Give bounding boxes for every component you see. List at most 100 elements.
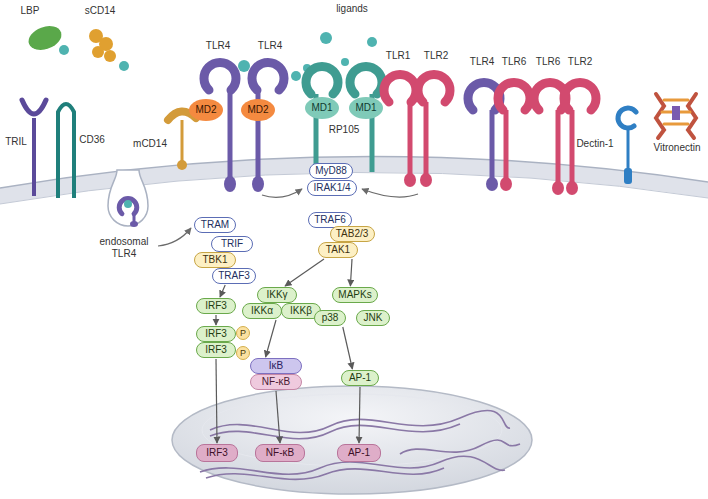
node-text: AP-1 — [348, 447, 370, 459]
adaptor-box: MyD88 — [309, 163, 353, 179]
receptor-label: LBP — [21, 5, 40, 17]
endosome — [108, 170, 148, 226]
kinase-box: MAPKs — [332, 287, 378, 303]
adaptor-box: TRAF3 — [212, 268, 256, 284]
node-text: IKKγ — [266, 289, 287, 301]
receptor-label: TLR1 — [386, 50, 410, 62]
node-text: IRF3 — [205, 344, 227, 356]
node-text: MD2 — [195, 104, 216, 116]
signal-connector — [215, 315, 216, 325]
md1-protein: MD1 — [305, 97, 339, 119]
md1-protein: MD1 — [349, 97, 383, 119]
kinase-box: p38 — [314, 310, 346, 326]
kinase-box: IKKγ — [257, 287, 297, 303]
nuclear-factor-box: NF-κB — [255, 444, 305, 462]
nucleus — [172, 386, 532, 494]
receptor-label: TLR6 — [536, 56, 560, 68]
node-text: NF-κB — [266, 447, 294, 459]
receptor-label: TLR4 — [258, 40, 282, 52]
tril-receptor — [22, 100, 46, 114]
receptor-label: ligands — [336, 3, 368, 15]
kinase-box: TAK1 — [318, 242, 358, 258]
node-text: P — [240, 327, 246, 339]
node-text: MD1 — [355, 102, 376, 114]
node-text: p38 — [322, 312, 339, 324]
signal-arrow — [158, 228, 191, 246]
receptor-label: mCD14 — [133, 138, 167, 150]
signal-connector — [343, 327, 353, 369]
kinase-box: TAB2/3 — [330, 226, 375, 242]
receptor-label: CD36 — [79, 134, 105, 146]
receptor-label: RP105 — [329, 124, 360, 136]
nuclear-factor-box: AP-1 — [337, 444, 381, 462]
node-text: TRAF6 — [314, 214, 346, 226]
node-text: TRAM — [201, 219, 229, 231]
receptor-label: TLR2 — [568, 56, 592, 68]
inhibitor-box: IκB — [250, 358, 302, 374]
node-text: MyD88 — [315, 165, 347, 177]
receptor-label: sCD14 — [85, 5, 116, 17]
tlr4-tlr6 — [468, 82, 530, 191]
receptor-label: TLR6 — [502, 56, 526, 68]
receptor-label: endosomal TLR4 — [95, 236, 153, 260]
factor-box: NF-κB — [250, 374, 302, 390]
adaptor-box: TRIF — [211, 236, 253, 252]
nuclear-factor-box: IRF3 — [196, 444, 238, 462]
node-text: IRAK1/4 — [313, 182, 350, 194]
node-text: TRIF — [221, 238, 243, 250]
node-text: MAPKs — [338, 289, 371, 301]
node-text: IKKα — [251, 305, 273, 317]
node-text: TAK1 — [326, 244, 350, 256]
node-text: MD2 — [247, 104, 268, 116]
md2-protein: MD2 — [241, 99, 275, 121]
node-text: IKKβ — [290, 305, 312, 317]
factor-box: IRF3 — [196, 298, 236, 314]
kinase-box: JNK — [356, 310, 390, 326]
node-text: TAB2/3 — [336, 228, 369, 240]
receptor-label: Dectin-1 — [576, 138, 613, 150]
receptor-label: TRIL — [5, 136, 27, 148]
signal-arrow — [362, 189, 418, 197]
node-text: TRAF3 — [218, 270, 250, 282]
receptor-label: TLR2 — [424, 50, 448, 62]
node-text: TBK1 — [202, 254, 227, 266]
tlr1-tlr2 — [384, 74, 450, 187]
signal-connector — [276, 391, 280, 443]
receptor-label: TLR4 — [206, 40, 230, 52]
node-text: AP-1 — [349, 372, 371, 384]
dectin1-receptor — [618, 108, 636, 128]
signal-arrow — [262, 189, 302, 197]
md2-protein: MD2 — [189, 99, 223, 121]
receptor-label: Vitronectin — [653, 142, 700, 154]
kinase-box: IKKα — [242, 303, 282, 319]
kinase-box: TBK1 — [194, 252, 236, 268]
node-text: IRF3 — [205, 328, 227, 340]
tlr4-dimer — [204, 62, 284, 192]
dna-strands — [200, 411, 520, 480]
node-text: JNK — [364, 312, 383, 324]
phosphate-circle: P — [236, 326, 250, 340]
factor-box: IRF3 — [196, 342, 236, 358]
signal-connector — [350, 259, 352, 286]
signal-connector — [220, 285, 225, 297]
node-text: IκB — [269, 360, 283, 372]
adaptor-box: TRAM — [194, 217, 236, 233]
factor-box: AP-1 — [341, 370, 379, 386]
signal-connector — [359, 387, 360, 443]
node-text: NF-κB — [262, 376, 290, 388]
scd14-protein — [89, 29, 116, 62]
membrane — [0, 156, 708, 204]
phosphate-circle: P — [236, 346, 250, 360]
signal-connector — [266, 320, 276, 357]
factor-box: IRF3 — [196, 326, 236, 342]
membrane-line — [0, 172, 708, 204]
node-text: IRF3 — [205, 300, 227, 312]
cd36-receptor — [58, 104, 74, 198]
lbp-protein — [25, 22, 64, 54]
vitronectin-protein — [656, 94, 696, 138]
node-text: MD1 — [311, 102, 332, 114]
signal-connector — [285, 259, 324, 286]
node-text: P — [240, 347, 246, 359]
rp105-dimer — [306, 66, 382, 172]
